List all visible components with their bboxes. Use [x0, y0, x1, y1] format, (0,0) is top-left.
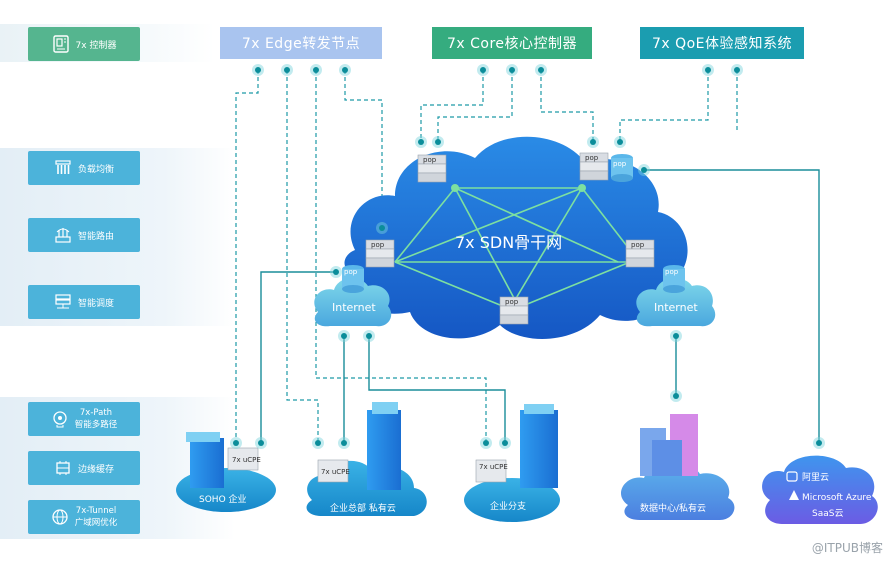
connector-dot [502, 440, 508, 446]
feature-edge-cache-label: 边缘缓存 [77, 464, 114, 475]
connector-dot [341, 333, 347, 339]
branch-site: 7x uCPE 企业分支 [464, 404, 560, 522]
controller-button[interactable]: 7x 控制器 [28, 27, 140, 61]
pop-node-7: pop [663, 265, 685, 293]
aliyun-icon [786, 471, 798, 482]
pop-node-5: pop [342, 265, 364, 293]
edge-node-label: 7x Edge转发节点 [241, 36, 361, 52]
connector-dot [673, 333, 679, 339]
feature-7x-path-line2: 智能多路径 [74, 420, 118, 430]
load-balance-button[interactable]: 负载均衡 [28, 151, 140, 185]
connector-dot [816, 440, 822, 446]
internet-label-left: Internet [332, 301, 376, 314]
feature-7x-path-line1: 7x-Path [79, 408, 113, 418]
smart-scheduling-button[interactable]: 智能调度 [28, 285, 140, 319]
pop-label: pop [613, 160, 627, 168]
public-cloud-azure: Microsoft Azure [802, 493, 872, 503]
pop-node-8: pop [499, 296, 529, 325]
internet-cloud-right: Internet [636, 278, 716, 327]
edge-cache-icon [54, 459, 72, 477]
connector-dot [342, 67, 348, 73]
controller-icon [52, 35, 70, 53]
internet-cloud-left: Internet [314, 278, 392, 327]
smart-scheduling-icon [54, 293, 72, 311]
connector-dot [641, 167, 647, 173]
connector-dot [483, 440, 489, 446]
qoe-system-box[interactable]: 7x QoE体验感知系统 [640, 27, 804, 59]
connector-dot [418, 139, 424, 145]
connector-dot [617, 139, 623, 145]
pop-label: pop [585, 154, 599, 162]
pop-node-1: pop [417, 154, 447, 183]
globe-icon [51, 508, 69, 526]
multipath-icon [51, 410, 69, 428]
feature-7x-path-button[interactable]: 7x-Path 智能多路径 [28, 402, 140, 436]
core-controller-box[interactable]: 7x Core核心控制器 [432, 27, 592, 59]
load-balance-label: 负载均衡 [77, 164, 114, 175]
pop-label: pop [423, 156, 437, 164]
connector-dot [233, 440, 239, 446]
smart-scheduling-label: 智能调度 [77, 298, 114, 309]
pop-label: pop [344, 268, 358, 276]
cloud-title: 7x SDN骨干网 [455, 233, 562, 252]
connector-dot [734, 67, 740, 73]
connector-dot [315, 440, 321, 446]
core-controller-label: 7x Core核心控制器 [446, 36, 578, 52]
pop-node-4: pop [365, 239, 395, 268]
feature-7x-tunnel-line2: 广域网优化 [74, 518, 118, 528]
smart-routing-button[interactable]: 智能路由 [28, 218, 140, 252]
connector-dot [435, 139, 441, 145]
pop-label: pop [665, 268, 679, 276]
branch-label: 企业分支 [490, 500, 526, 512]
edge-node-box[interactable]: 7x Edge转发节点 [220, 27, 382, 59]
pop-label: pop [631, 241, 645, 249]
public-cloud-site: 阿里云 Microsoft Azure SaaS云 [762, 455, 878, 524]
connector-dot [341, 440, 347, 446]
datacenter-site: 数据中心/私有云 [620, 414, 735, 520]
pop-label: pop [371, 241, 385, 249]
pop-node-2: pop [579, 152, 609, 181]
connector-dot [258, 440, 264, 446]
controller-label: 7x 控制器 [75, 40, 117, 51]
watermark: @ITPUB博客 [811, 541, 883, 555]
feature-7x-tunnel-button[interactable]: 7x-Tunnel 广域网优化 [28, 500, 140, 534]
connector-dot [705, 67, 711, 73]
solid-links [260, 169, 820, 445]
sdn-backbone-cloud [344, 136, 688, 339]
connector-dot [255, 67, 261, 73]
public-cloud-saas: SaaS云 [812, 509, 843, 519]
hq-label: 企业总部 私有云 [330, 502, 396, 514]
pop-label: pop [505, 298, 519, 306]
smart-routing-label: 智能路由 [77, 231, 114, 242]
pop-nodes: pop pop pop pop pop [342, 152, 685, 325]
internet-label-right: Internet [654, 301, 698, 314]
smart-routing-icon [54, 226, 72, 244]
mesh-lines [394, 187, 631, 306]
datacenter-label: 数据中心/私有云 [640, 502, 706, 514]
feature-7x-tunnel-line1: 7x-Tunnel [75, 506, 117, 516]
ucpe-label-soho: 7x uCPE [232, 456, 261, 464]
feature-edge-cache-button[interactable]: 边缘缓存 [28, 451, 140, 485]
connector-dot [333, 269, 339, 275]
ucpe-label-branch: 7x uCPE [479, 463, 508, 471]
connector-dot [379, 225, 385, 231]
load-balance-icon [54, 159, 72, 177]
connector-dot [509, 67, 515, 73]
connector-dot [366, 333, 372, 339]
connector-dot [538, 67, 544, 73]
public-cloud-aliyun: 阿里云 [802, 472, 829, 483]
pop-node-3: pop [611, 154, 633, 182]
connector-dot [590, 139, 596, 145]
hq-site: 7x uCPE 企业总部 私有云 [306, 402, 427, 516]
connector-dot [313, 67, 319, 73]
connector-dot [673, 393, 679, 399]
connector-dot [284, 67, 290, 73]
azure-icon [789, 490, 799, 500]
connector-dot [480, 67, 486, 73]
pop-node-6: pop [625, 239, 655, 268]
dashed-connectors [235, 70, 738, 440]
ucpe-label-hq: 7x uCPE [321, 468, 350, 476]
qoe-system-label: 7x QoE体验感知系统 [651, 36, 793, 52]
